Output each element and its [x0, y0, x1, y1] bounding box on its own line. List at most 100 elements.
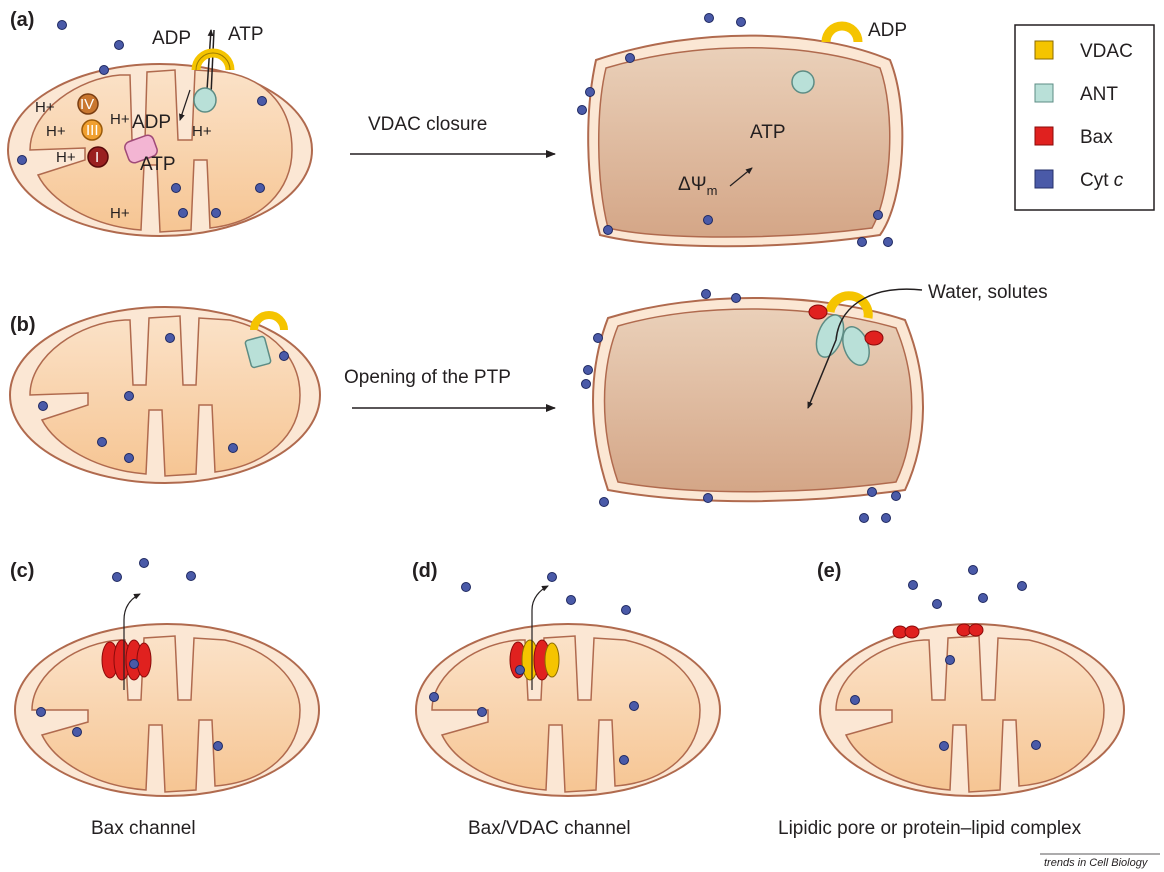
- svg-text:ANT: ANT: [1080, 84, 1118, 105]
- panel-c-mitochondrion: [15, 624, 319, 796]
- arrow-a-text: VDAC closure: [368, 114, 487, 135]
- cytochrome-c-icon: [702, 290, 711, 299]
- panel-c-label: (c): [10, 560, 34, 582]
- svg-text:III: III: [86, 122, 99, 139]
- cytochrome-c-icon: [98, 438, 107, 447]
- cytochrome-c-icon: [884, 238, 893, 247]
- cytochrome-c-icon: [620, 756, 629, 765]
- cytochrome-c-icon: [979, 594, 988, 603]
- svg-text:H+: H+: [110, 111, 130, 128]
- cytochrome-c-icon: [130, 660, 139, 669]
- panel-d-mitochondrion: [416, 624, 720, 796]
- cytochrome-c-icon: [125, 454, 134, 463]
- cytochrome-c-icon: [868, 488, 877, 497]
- cytochrome-c-icon: [58, 21, 67, 30]
- panel-e-label: (e): [817, 560, 841, 582]
- svg-text:Cyt c: Cyt c: [1080, 170, 1124, 191]
- right-atp-label: ATP: [750, 122, 786, 143]
- arrow-b-text: Opening of the PTP: [344, 367, 511, 388]
- cytochrome-c-icon: [600, 498, 609, 507]
- svg-text:H+: H+: [110, 205, 130, 222]
- cytochrome-c-icon: [582, 380, 591, 389]
- cytochrome-c-icon: [858, 238, 867, 247]
- ant-icon: [792, 71, 814, 93]
- adp-inner-label: ADP: [132, 112, 171, 133]
- cytochrome-c-icon: [115, 41, 124, 50]
- legend: VDAC ANT Bax Cyt c: [1015, 25, 1154, 210]
- cytochrome-c-icon: [737, 18, 746, 27]
- cytochrome-c-icon: [946, 656, 955, 665]
- complex-i-icon: I: [88, 147, 108, 167]
- complex-iii-icon: III: [82, 120, 102, 140]
- svg-text:Bax: Bax: [1080, 127, 1113, 148]
- cytochrome-c-icon: [940, 742, 949, 751]
- cytochrome-c-icon: [705, 14, 714, 23]
- h-plus-label: H+: [35, 99, 55, 116]
- cytochrome-c-icon: [100, 66, 109, 75]
- cytochrome-c-icon: [172, 184, 181, 193]
- panel-a-label: (a): [10, 9, 34, 31]
- cytochrome-c-icon: [516, 666, 525, 675]
- cytochrome-c-icon: [214, 742, 223, 751]
- panel-d-label: (d): [412, 560, 438, 582]
- caption-c: Bax channel: [91, 818, 196, 839]
- svg-text:IV: IV: [80, 96, 94, 113]
- cytochrome-c-icon: [229, 444, 238, 453]
- cytochrome-c-icon: [187, 572, 196, 581]
- complex-iv-icon: IV: [78, 94, 98, 114]
- panel-a-condensed-mitochondrion: [588, 36, 902, 247]
- cytochrome-c-icon: [578, 106, 587, 115]
- cytochrome-c-icon: [37, 708, 46, 717]
- cytochrome-c-icon: [586, 88, 595, 97]
- cytochrome-c-icon: [73, 728, 82, 737]
- cytochrome-c-icon: [18, 156, 27, 165]
- cytochrome-c-icon: [567, 596, 576, 605]
- cytochrome-c-icon: [622, 606, 631, 615]
- bax-channel-icon: [102, 640, 151, 680]
- cytochrome-c-icon: [594, 334, 603, 343]
- cytochrome-c-icon: [626, 54, 635, 63]
- cytochrome-c-icon: [1032, 741, 1041, 750]
- panel-b-swollen-mitochondrion: [593, 298, 923, 501]
- svg-text:VDAC: VDAC: [1080, 41, 1133, 62]
- svg-text:I: I: [95, 149, 99, 166]
- cytochrome-c-icon: [704, 494, 713, 503]
- cytochrome-c-icon: [584, 366, 593, 375]
- cytochrome-c-icon: [256, 184, 265, 193]
- cytochrome-c-icon: [166, 334, 175, 343]
- panel-a-adp-label: ADP: [152, 28, 191, 49]
- legend-item-vdac: VDAC: [1035, 41, 1133, 62]
- cytochrome-c-icon: [258, 97, 267, 106]
- cytochrome-c-icon: [874, 211, 883, 220]
- cytochrome-c-icon: [732, 294, 741, 303]
- panel-b-healthy-mitochondrion: [10, 307, 320, 483]
- panel-a-healthy-mitochondrion: [8, 64, 312, 236]
- cytochrome-c-icon: [140, 559, 149, 568]
- cytochrome-c-icon: [1018, 582, 1027, 591]
- cytochrome-c-icon: [125, 392, 134, 401]
- cytochrome-c-icon: [882, 514, 891, 523]
- cytochrome-c-icon: [969, 566, 978, 575]
- cytochrome-c-icon: [851, 696, 860, 705]
- cytochrome-c-icon: [933, 600, 942, 609]
- vdac-icon: [826, 26, 858, 42]
- ant-icon: [194, 88, 216, 112]
- water-solutes-label: Water, solutes: [928, 282, 1048, 303]
- cytochrome-c-icon: [860, 514, 869, 523]
- caption-e: Lipidic pore or protein–lipid complex: [778, 818, 1082, 839]
- cytochrome-c-icon: [430, 693, 439, 702]
- right-adp-label: ADP: [868, 20, 907, 41]
- atp-inner-label: ATP: [140, 154, 176, 175]
- cytochrome-c-icon: [113, 573, 122, 582]
- cytochrome-c-icon: [462, 583, 471, 592]
- cytochrome-c-icon: [212, 209, 221, 218]
- cytochrome-c-icon: [179, 209, 188, 218]
- panel-a-atp-label: ATP: [228, 24, 264, 45]
- credit-text: trends in Cell Biology: [1044, 857, 1149, 869]
- panel-b-label: (b): [10, 314, 36, 336]
- caption-d: Bax/VDAC channel: [468, 818, 631, 839]
- cytochrome-c-icon: [909, 581, 918, 590]
- cytochrome-c-icon: [704, 216, 713, 225]
- svg-text:H+: H+: [46, 123, 66, 140]
